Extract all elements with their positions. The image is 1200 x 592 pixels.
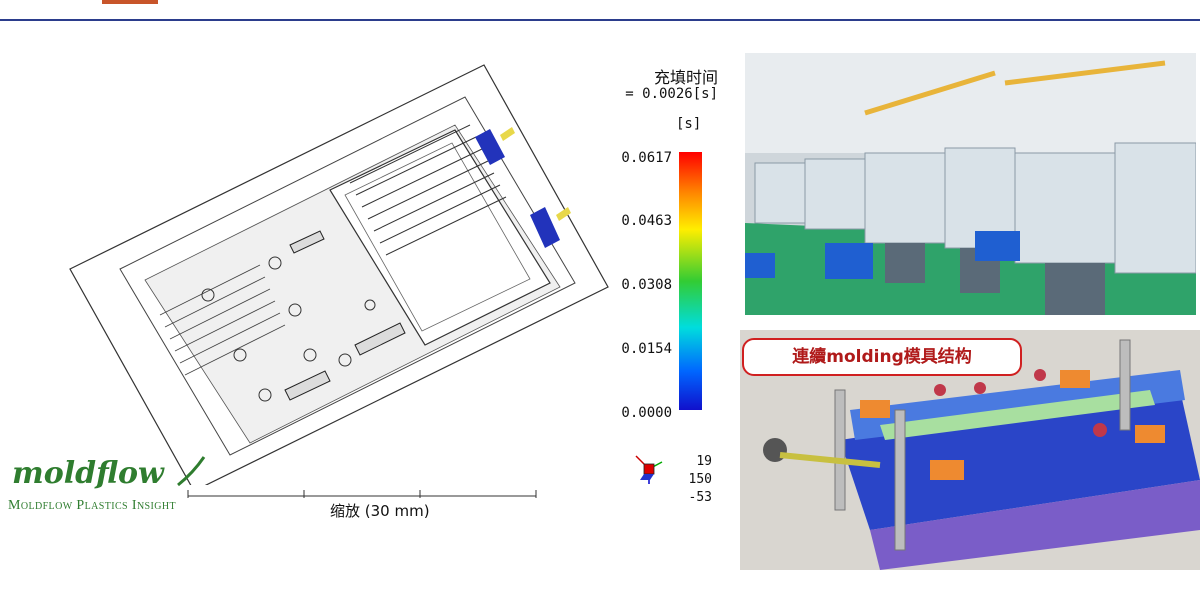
orientation-axis-icon (635, 455, 663, 484)
scale-bar (187, 490, 537, 498)
orientation-x: 19 (696, 454, 712, 469)
mold-caption: 連續molding模具结构 (742, 338, 1022, 376)
factory-floor-photo (745, 53, 1196, 315)
legend-unit: [s] (676, 116, 702, 132)
legend-current-value: = 0.0026[s] (625, 86, 718, 102)
slide-header (0, 0, 1200, 20)
fill-time-colorbar (679, 152, 702, 410)
mold-wireframe-model (69, 64, 609, 485)
orientation-z: -53 (688, 490, 712, 505)
header-accent-tab (102, 0, 158, 4)
orientation-y: 150 (688, 472, 712, 487)
colorbar-tick: 0.0617 (621, 150, 672, 166)
moldflow-logo: moldflow (12, 456, 206, 491)
colorbar-tick: 0.0308 (621, 277, 672, 293)
colorbar-tick: 0.0463 (621, 213, 672, 229)
logo-wordmark: moldflow (12, 456, 165, 491)
legend-title: 充填时间 (653, 68, 718, 87)
scale-label: 缩放 (30 mm) (330, 502, 430, 520)
colorbar-tick: 0.0154 (621, 341, 672, 357)
logo-subtitle: Moldflow Plastics Insight (8, 498, 177, 513)
header-divider (0, 19, 1200, 21)
colorbar-tick: 0.0000 (621, 405, 672, 421)
